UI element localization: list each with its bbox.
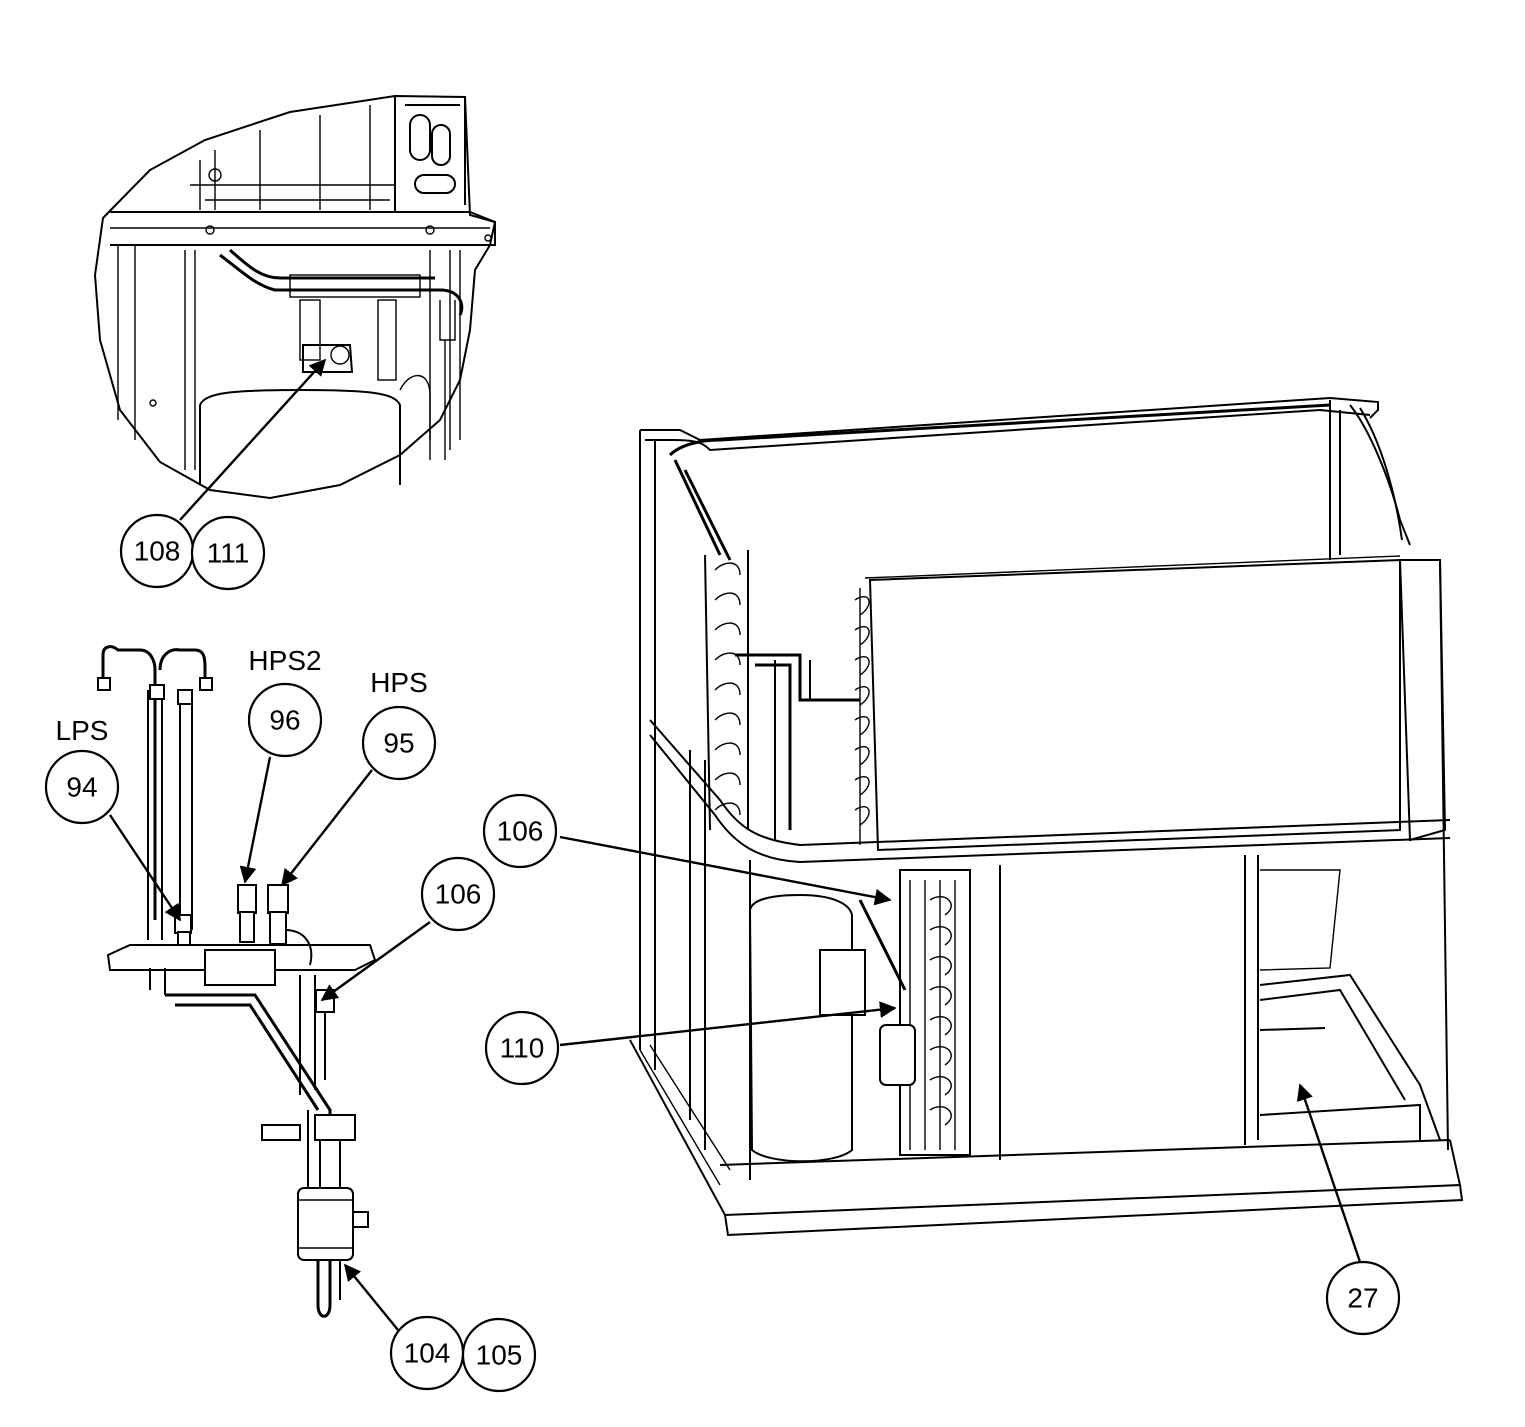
svg-text:95: 95	[383, 728, 414, 759]
label-hps2: HPS2	[248, 645, 321, 676]
svg-text:110: 110	[500, 1033, 545, 1064]
callout-105: 105	[461, 1317, 537, 1393]
leader-106b	[559, 835, 892, 906]
label-hps: HPS	[370, 667, 428, 698]
left-coil	[704, 550, 749, 831]
svg-text:104: 104	[404, 1338, 451, 1369]
leader-lines	[109, 358, 1362, 1331]
svg-text:96: 96	[269, 705, 300, 736]
callout-110: 110	[484, 1010, 560, 1086]
leader-110	[559, 1001, 897, 1047]
main-unit	[629, 396, 1464, 1237]
leader-106a	[320, 921, 431, 1001]
leader-104	[343, 1263, 399, 1331]
svg-text:27: 27	[1347, 1283, 1378, 1314]
leader-95	[280, 769, 373, 887]
svg-text:94: 94	[66, 772, 97, 803]
callout-95: 95	[361, 705, 437, 781]
leader-108	[179, 358, 327, 521]
callout-108: 108	[119, 513, 195, 589]
label-lps: LPS	[56, 715, 109, 746]
callout-106a: 106	[420, 856, 496, 932]
leader-27	[1296, 1083, 1362, 1263]
callout-111: 111	[190, 515, 266, 591]
svg-text:106: 106	[497, 816, 544, 847]
callout-94: 94	[44, 749, 120, 825]
svg-text:105: 105	[476, 1340, 523, 1371]
detail-view	[93, 94, 497, 500]
svg-text:106: 106	[435, 879, 482, 910]
callout-104: 104	[389, 1315, 465, 1391]
callout-106b: 106	[482, 793, 558, 869]
callout-96: 96	[247, 682, 323, 758]
callout-27: 27	[1325, 1260, 1401, 1336]
leader-96	[239, 756, 272, 884]
switch-assembly	[97, 645, 377, 1318]
svg-text:108: 108	[134, 536, 181, 567]
leader-94	[109, 814, 181, 922]
svg-text:111: 111	[207, 538, 250, 569]
